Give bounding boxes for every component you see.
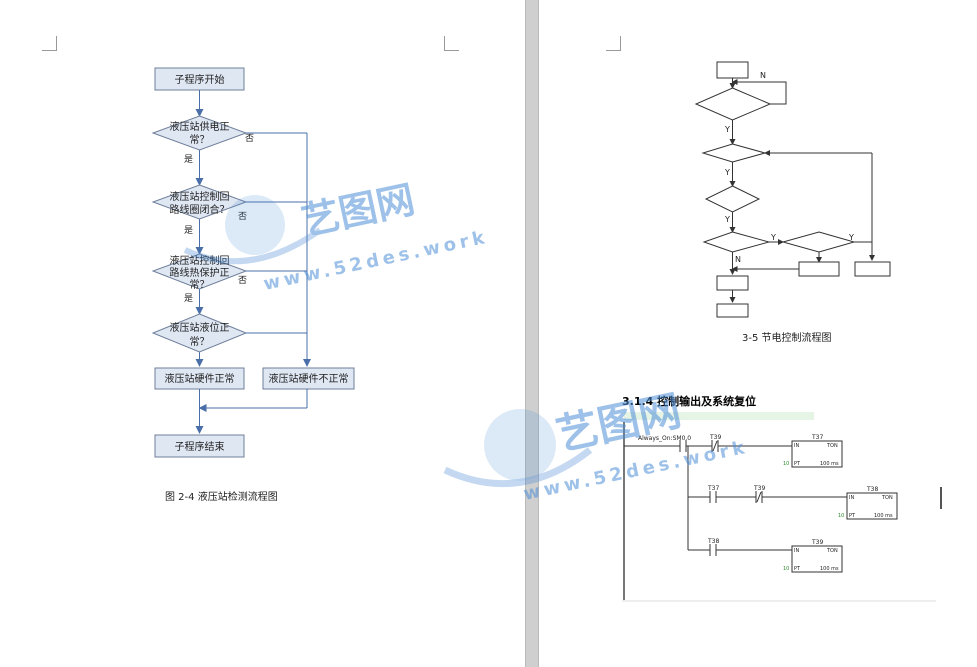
page-gutter: [525, 0, 539, 667]
decision-1-line-2: 常？: [190, 133, 210, 146]
flow-n-label-2: N: [735, 255, 741, 264]
result-abnormal-box: [262, 367, 355, 390]
flow-box-1: [716, 275, 749, 291]
flow-decision-2: [701, 143, 767, 163]
decision-thermal-protection: [151, 253, 248, 290]
text-cursor-marker: [940, 487, 942, 509]
flow-box-3: [854, 261, 891, 277]
flow-decision-1: [694, 87, 772, 121]
decision-3-line-1: 液压站控制回: [170, 254, 230, 267]
crop-mark-top-right: [444, 36, 459, 51]
decision-4-line-1: 液压站液位正: [170, 321, 230, 334]
flow-decision-5: [781, 231, 856, 253]
timer-t37-label: T37: [811, 434, 823, 441]
decision-4-line-2: 常？: [190, 335, 210, 348]
timer-block-t38: [846, 492, 898, 520]
timer-t37-ton: TON: [826, 443, 838, 449]
decision-fluid-level: [151, 313, 248, 353]
timer-t38-in: IN: [849, 495, 854, 501]
section-heading-3-1-4: 3.1.4 控制输出及系统复位: [622, 395, 757, 408]
result-abnormal-label: 液压站硬件不正常: [269, 372, 349, 385]
yes-label-1: 是: [184, 154, 193, 165]
rung-2-contact-2-label: T39: [753, 485, 765, 492]
yes-label-2: 是: [184, 225, 193, 236]
document-page-left: 子程序开始 液压站供电正 常？ 是 否 液压站控制回 路线圈闭合？ 是 否 液压…: [0, 0, 525, 667]
timer-t37-pt-value: 10: [783, 461, 789, 467]
decision-control-coil: [151, 184, 248, 220]
timer-t39-pt: PT: [794, 566, 801, 572]
timer-t37-unit: 100 ms: [820, 461, 839, 467]
decision-power-supply: [151, 115, 248, 151]
rung-3-contact-label: T38: [707, 538, 719, 545]
hydraulic-station-flowchart: 子程序开始 液压站供电正 常？ 是 否 液压站控制回 路线圈闭合？ 是 否 液压…: [151, 67, 355, 458]
timer-t37-pt: PT: [794, 461, 801, 467]
end-label: 子程序结束: [175, 440, 225, 453]
timer-block-t37: [791, 440, 843, 468]
timer-t37-in: IN: [794, 443, 799, 449]
flow-n-label-1: N: [760, 71, 766, 80]
rung-2-contact-1-label: T37: [707, 485, 719, 492]
end-box: [154, 434, 245, 458]
power-saving-flowchart: N Y Y Y Y Y N: [694, 61, 891, 318]
start-label: 子程序开始: [175, 73, 225, 86]
timer-t39-pt-value: 10: [783, 566, 789, 572]
figure-caption-2-4: 图 2-4 液压站检测流程图: [165, 492, 278, 503]
crop-mark-top-left: [42, 36, 57, 51]
flow-decision-3: [704, 185, 761, 213]
yes-label-3: 是: [184, 293, 193, 304]
result-normal-label: 液压站硬件正常: [165, 372, 235, 385]
crop-mark-top-left-right-page: [606, 36, 621, 51]
document-page-right: N Y Y Y Y Y N 3-5 节电控制流程图 3.1.4 控制输出及系统复…: [539, 0, 977, 667]
no-label-1: 否: [245, 133, 254, 144]
timer-t39-ton: TON: [826, 548, 838, 554]
flow-decision-4: [702, 231, 771, 253]
flow-end-box: [716, 303, 749, 318]
decision-2-line-1: 液压站控制回: [170, 190, 230, 203]
timer-block-t39: [791, 545, 843, 573]
timer-t38-unit: 100 ms: [874, 513, 893, 519]
decision-1-line-1: 液压站供电正: [170, 120, 230, 133]
flow-y-label-2: Y: [724, 168, 730, 177]
rung-1-input-label: Always_On:SM0.0: [638, 435, 691, 442]
flow-y-label-1: Y: [724, 125, 730, 134]
figure-caption-3-5: 3-5 节电控制流程图: [742, 333, 832, 344]
flow-start-box: [716, 61, 749, 79]
decision-3-line-3: 常？: [190, 278, 210, 291]
decision-2-line-2: 路线圈闭合？: [170, 203, 230, 216]
flow-y-label-4: Y: [770, 233, 776, 242]
flow-y-label-3: Y: [724, 215, 730, 224]
timer-t38-label: T38: [866, 486, 878, 493]
no-label-2: 否: [238, 211, 247, 222]
timer-t38-ton: TON: [881, 495, 893, 501]
no-label-3: 否: [238, 275, 247, 286]
ladder-diagram: Always_On:SM0.0 T39 T37 IN TON 10 PT 100…: [622, 410, 936, 602]
timer-t39-in: IN: [794, 548, 799, 554]
flow-y-label-5: Y: [848, 233, 854, 242]
timer-t38-pt: PT: [849, 513, 856, 519]
flow-box-2: [798, 261, 840, 277]
decision-3-line-2: 路线热保护正: [170, 266, 230, 279]
timer-t39-unit: 100 ms: [820, 566, 839, 572]
rung-1-contact-label: T39: [709, 434, 721, 441]
timer-t39-label: T39: [811, 539, 823, 546]
timer-t38-pt-value: 10: [838, 513, 844, 519]
